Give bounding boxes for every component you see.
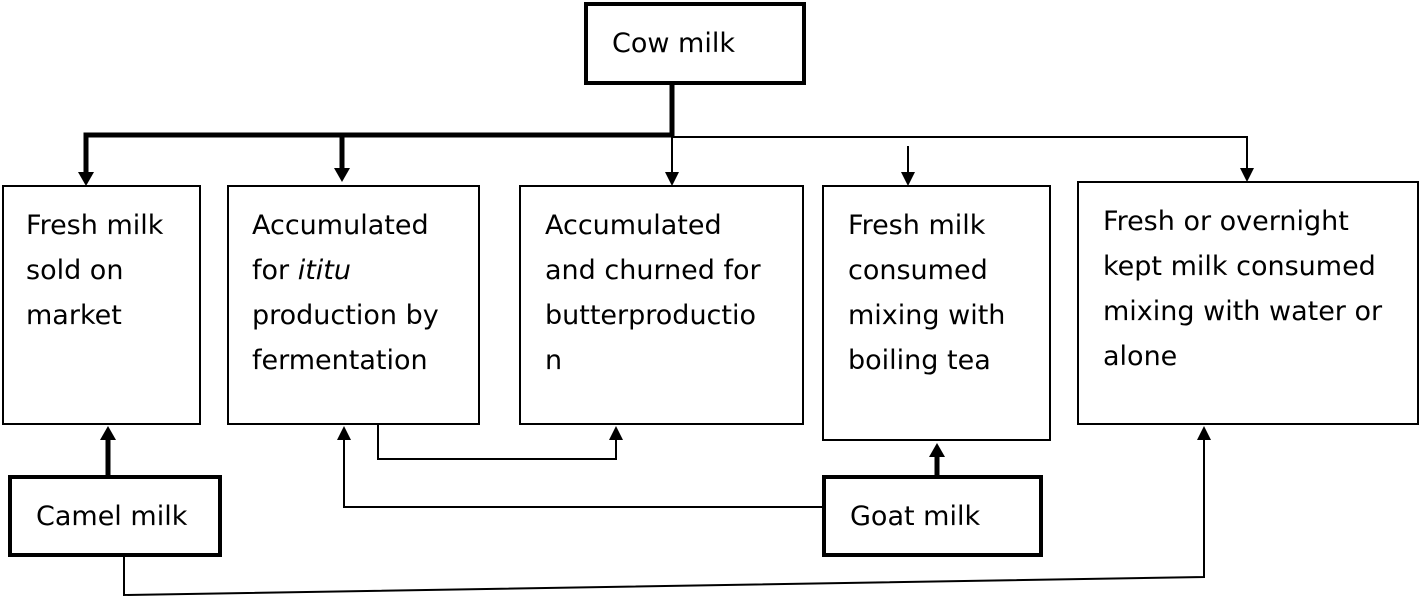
fresh-milk-market-box: Fresh milk sold on market <box>2 185 201 425</box>
water-line-1: Fresh or overnight <box>1103 206 1349 237</box>
cow-milk-label: Cow milk <box>612 28 735 59</box>
fresh-market-line-2: sold on <box>26 255 124 286</box>
ititu-line-3: production by <box>252 300 439 331</box>
water-line-3: mixing with water or <box>1103 296 1383 327</box>
butter-production-box: Accumulated and churned for butterproduc… <box>519 185 804 425</box>
arrowhead-cow-to-fresh <box>78 172 94 186</box>
cow-milk-box: Cow milk <box>584 2 806 85</box>
ititu-production-box: Accumulated for ititu production by ferm… <box>227 185 480 425</box>
butter-line-2: and churned for <box>545 255 761 286</box>
edge-camel-to-water <box>123 440 1205 597</box>
arrowhead-cow-to-butter <box>665 172 679 186</box>
ititu-line-2-prefix: for <box>252 255 298 286</box>
butter-line-3: butterproductio <box>545 300 757 331</box>
water-consumption-box: Fresh or overnight kept milk consumed mi… <box>1077 181 1419 425</box>
arrowhead-ititu-to-butter <box>609 426 623 440</box>
arrowhead-goat-to-ititu <box>337 426 351 440</box>
fresh-market-line-3: market <box>26 300 122 331</box>
camel-milk-box: Camel milk <box>8 475 222 557</box>
arrowhead-camel-to-fresh <box>100 426 116 440</box>
water-line-4: alone <box>1103 341 1178 372</box>
goat-milk-box: Goat milk <box>822 475 1043 557</box>
tea-line-3: mixing with <box>848 300 1006 331</box>
butter-line-4: n <box>545 345 563 376</box>
tea-line-1: Fresh milk <box>848 210 986 241</box>
tea-line-2: consumed <box>848 255 988 286</box>
arrowhead-cow-to-water <box>1240 168 1254 182</box>
arrowhead-goat-to-tea <box>929 443 945 457</box>
arrowhead-cow-to-ititu <box>334 168 350 182</box>
ititu-line-4: fermentation <box>252 345 428 376</box>
tea-consumption-box: Fresh milk consumed mixing with boiling … <box>822 185 1051 441</box>
tea-line-4: boiling tea <box>848 345 991 376</box>
fresh-market-line-1: Fresh milk <box>26 210 164 241</box>
arrowhead-camel-to-water <box>1197 426 1211 440</box>
edge-cow-to-water <box>672 136 1248 168</box>
edge-cow-to-ititu <box>339 132 672 168</box>
camel-milk-label: Camel milk <box>36 501 188 532</box>
butter-line-1: Accumulated <box>545 210 722 241</box>
edge-goat-to-ititu <box>343 440 822 508</box>
edge-ititu-to-butter <box>377 425 617 460</box>
ititu-term: ititu <box>297 255 352 286</box>
goat-milk-label: Goat milk <box>850 501 981 532</box>
edge-cow-to-fresh <box>83 85 675 172</box>
water-line-2: kept milk consumed <box>1103 251 1376 282</box>
ititu-line-2: for ititu <box>252 248 478 293</box>
ititu-line-1: Accumulated <box>252 210 429 241</box>
arrowhead-cow-to-tea <box>901 172 915 186</box>
